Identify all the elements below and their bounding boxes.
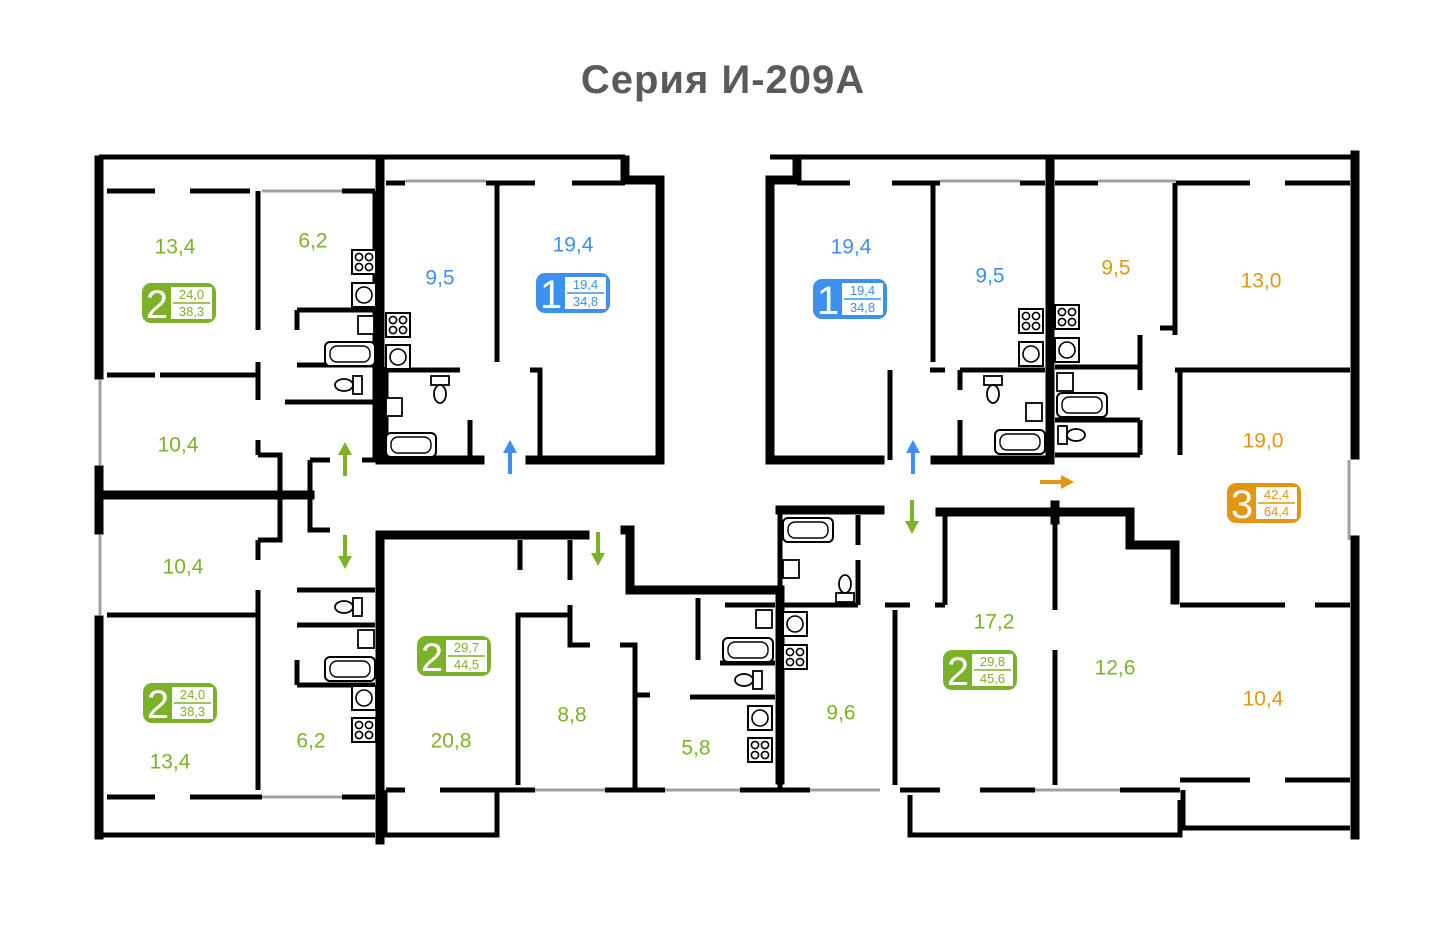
entry-arrow-r1-entry-up-icon [906, 440, 920, 474]
entry-arrow-lb-entry-down-icon [338, 535, 352, 569]
apartment-badge-left-1room: 1 19,4 34,8 [536, 273, 610, 317]
washbasin-icon [1025, 402, 1043, 422]
apartment-badge-right-3room: 3 42,4 64,4 [1227, 483, 1301, 527]
living-area: 19,4 [850, 283, 875, 298]
toilet-icon [835, 574, 855, 603]
bathtub-icon [385, 432, 437, 458]
bathtub-icon [1056, 392, 1108, 418]
bathtub-icon [324, 656, 376, 682]
room-area-r1-room: 19,4 [831, 236, 872, 259]
living-area: 24,0 [180, 687, 205, 702]
entry-arrow-r2-entry-down-icon [905, 500, 919, 534]
apartment-badge-center-2room: 2 29,7 44,5 [417, 636, 491, 680]
living-area: 24,0 [179, 287, 204, 302]
room-area-r1-kitchen: 9,5 [975, 265, 1004, 288]
room-area-r3-room-b: 19,0 [1243, 430, 1284, 453]
washbasin-icon [357, 315, 375, 335]
washbasin-icon [1056, 372, 1074, 392]
bathtub-icon [324, 341, 376, 367]
bathtub-icon [722, 637, 774, 663]
room-area-c2-room-a: 20,8 [431, 730, 472, 753]
apartment-badge-right-1room: 1 19,4 34,8 [813, 279, 887, 323]
apartment-badge-left-top-2room: 2 24,0 38,3 [142, 283, 216, 327]
living-area: 29,7 [454, 640, 479, 655]
total-area: 45,6 [980, 671, 1005, 686]
entry-arrow-lt-entry-up-icon [338, 442, 352, 476]
toilet-icon [334, 375, 363, 395]
interior-walls [99, 154, 1355, 838]
apartment-room-count: 1 [817, 279, 839, 323]
room-area-labels: 13,4 6,2 10,4 10,4 13,4 6,2 9,5 19,4 19,4 9,5 20,8… [150, 230, 1284, 774]
stove-icon [351, 249, 377, 275]
toilet-icon [983, 375, 1003, 404]
room-area-r2-room-b: 12,6 [1095, 657, 1136, 680]
washbasin-icon [782, 559, 800, 579]
room-area-lb-room-b: 10,4 [163, 556, 204, 579]
total-area: 64,4 [1264, 504, 1289, 519]
entry-arrow-r3-entry-right-icon [1040, 475, 1074, 489]
stove-icon [385, 312, 411, 338]
toilet-icon [334, 597, 363, 617]
room-area-lt-room-a: 13,4 [155, 236, 196, 259]
room-area-l1-kitchen: 9,5 [425, 267, 454, 290]
apartment-room-count: 2 [146, 283, 168, 327]
toilet-icon [1057, 425, 1086, 445]
stove-icon [747, 737, 773, 763]
sink-icon [782, 611, 808, 637]
total-area: 38,3 [180, 704, 205, 719]
apartment-room-count: 2 [147, 683, 169, 727]
living-area: 19,4 [573, 277, 598, 292]
apartment-badge-left-bottom-2room: 2 24,0 38,3 [143, 683, 217, 727]
room-area-c2-kitchen: 5,8 [681, 737, 710, 760]
stove-icon [1018, 308, 1044, 334]
living-area: 42,4 [1264, 487, 1289, 502]
washbasin-icon [755, 609, 773, 629]
washbasin-icon [357, 629, 375, 649]
sink-icon [385, 344, 411, 370]
bathtub-icon [994, 429, 1046, 455]
sink-icon [747, 705, 773, 731]
sink-icon [1018, 341, 1044, 367]
exterior-walls [94, 150, 1360, 845]
toilet-icon [734, 670, 763, 690]
sink-icon [1054, 337, 1080, 363]
stove-icon [782, 644, 808, 670]
sink-icon [351, 282, 377, 308]
apartment-room-count: 3 [1231, 483, 1253, 527]
total-area: 34,8 [850, 300, 875, 315]
room-area-r3-room-c: 10,4 [1243, 688, 1284, 711]
apartment-badge-right-2room: 2 29,8 45,6 [943, 650, 1017, 694]
room-area-r3-room-a: 13,0 [1241, 270, 1282, 293]
living-area: 29,8 [980, 654, 1005, 669]
room-area-c2-room-b: 8,8 [557, 704, 586, 727]
room-area-l1-room: 19,4 [553, 234, 594, 257]
room-area-lb-room-a: 13,4 [150, 751, 191, 774]
total-area: 34,8 [573, 294, 598, 309]
stove-icon [1054, 304, 1080, 330]
stove-icon [351, 717, 377, 743]
windows [98, 179, 1351, 799]
total-area: 38,3 [179, 304, 204, 319]
total-area: 44,5 [454, 657, 479, 672]
room-area-lt-room-b: 10,4 [158, 434, 199, 457]
toilet-icon [430, 375, 450, 404]
room-area-r2-room-a: 17,2 [974, 611, 1015, 634]
room-area-r3-kitchen: 9,5 [1101, 257, 1130, 280]
entry-arrows [338, 440, 1074, 569]
sink-icon [351, 685, 377, 711]
plan-title: Серия И-209А [580, 58, 866, 102]
room-area-lb-kitchen: 6,2 [296, 730, 325, 753]
apartment-room-count: 1 [540, 273, 562, 317]
apartment-room-count: 2 [947, 650, 969, 694]
entry-arrow-l1-entry-up-icon [503, 440, 517, 474]
entry-arrow-c2-entry-down-icon [591, 532, 605, 566]
washbasin-icon [385, 397, 403, 417]
room-area-r2-kitchen: 9,6 [826, 702, 855, 725]
apartment-room-count: 2 [421, 636, 443, 680]
room-area-lt-kitchen: 6,2 [298, 230, 327, 253]
bathtub-icon [782, 517, 834, 543]
